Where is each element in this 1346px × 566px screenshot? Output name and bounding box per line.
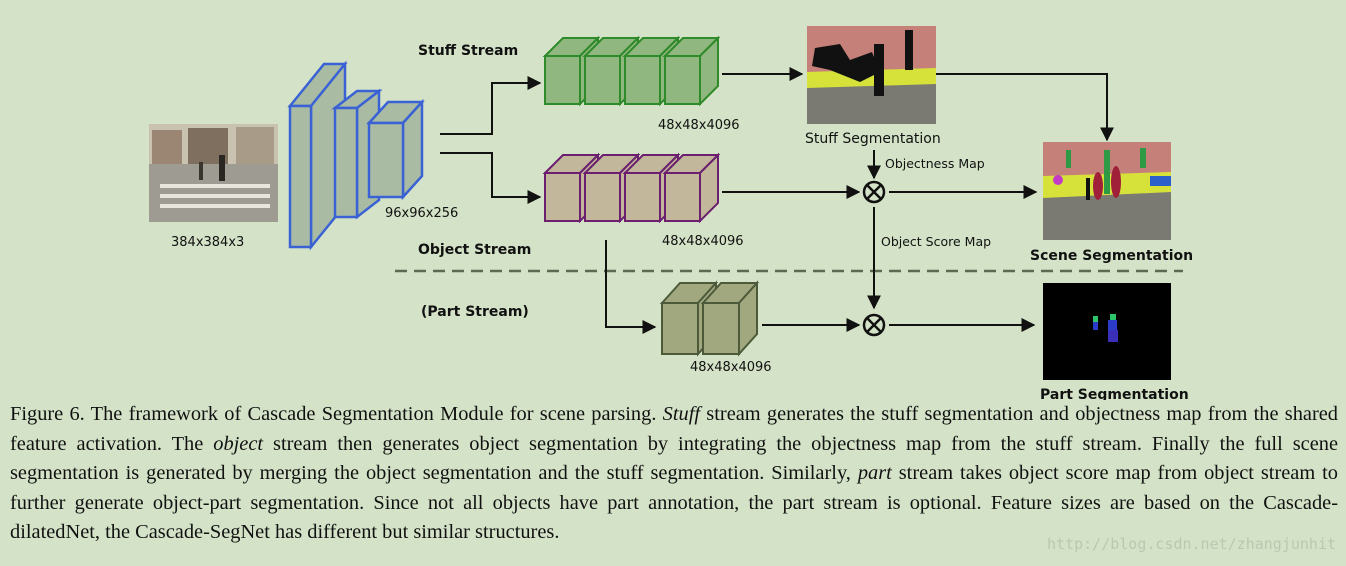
input-size-label: 384x384x3 (171, 235, 244, 250)
part-stream-blocks (659, 280, 760, 357)
part-feature-size-label: 48x48x4096 (690, 360, 772, 375)
object-feature-size-label: 48x48x4096 (662, 234, 744, 249)
object-stream-blocks (542, 152, 721, 224)
stuff-segmentation-label: Stuff Segmentation (805, 131, 941, 147)
object-to-part-arrow (605, 240, 657, 334)
scene-segmentation-image (1043, 142, 1171, 240)
caption-text-1: Figure 6. The framework of Cascade Segme… (10, 403, 663, 425)
caption-emph-stuff: Stuff (662, 403, 701, 425)
object-score-map-label: Object Score Map (881, 234, 991, 249)
cascade-framework-diagram: 384x384x3 96x96x256 Stuff Stream 48x48x4… (149, 26, 1193, 400)
caption-emph-part: part (857, 462, 892, 484)
flow-arrows (722, 67, 1114, 332)
object-stream-label: Object Stream (418, 242, 531, 258)
part-segmentation-label: Part Segmentation (1040, 387, 1189, 400)
stuff-feature-size-label: 48x48x4096 (658, 118, 740, 133)
stuff-segmentation-image (807, 26, 936, 124)
fusion-operator-top (862, 180, 886, 204)
input-image (149, 124, 278, 222)
figure-caption: Figure 6. The framework of Cascade Segme… (10, 400, 1338, 548)
objectness-map-label: Objectness Map (885, 156, 985, 171)
stuff-stream-blocks (542, 35, 721, 107)
shared-feature-size-label: 96x96x256 (385, 206, 458, 221)
part-segmentation-image (1043, 283, 1171, 380)
scene-segmentation-label: Scene Segmentation (1030, 248, 1193, 264)
watermark: http://blog.csdn.net/zhangjunhit (1047, 535, 1336, 553)
split-arrows (440, 76, 542, 204)
part-stream-label: (Part Stream) (421, 304, 529, 320)
caption-text-2: stream generates the stuff segmentation … (10, 403, 1338, 455)
fusion-operator-bottom (862, 313, 886, 337)
caption-emph-object: object (213, 432, 264, 455)
caption-text-4: stream takes object score map from objec… (10, 462, 1338, 543)
shared-feature-blocks (287, 60, 425, 251)
stuff-stream-label: Stuff Stream (418, 43, 518, 59)
caption-text-3: stream then generates object segmentatio… (10, 432, 1338, 485)
